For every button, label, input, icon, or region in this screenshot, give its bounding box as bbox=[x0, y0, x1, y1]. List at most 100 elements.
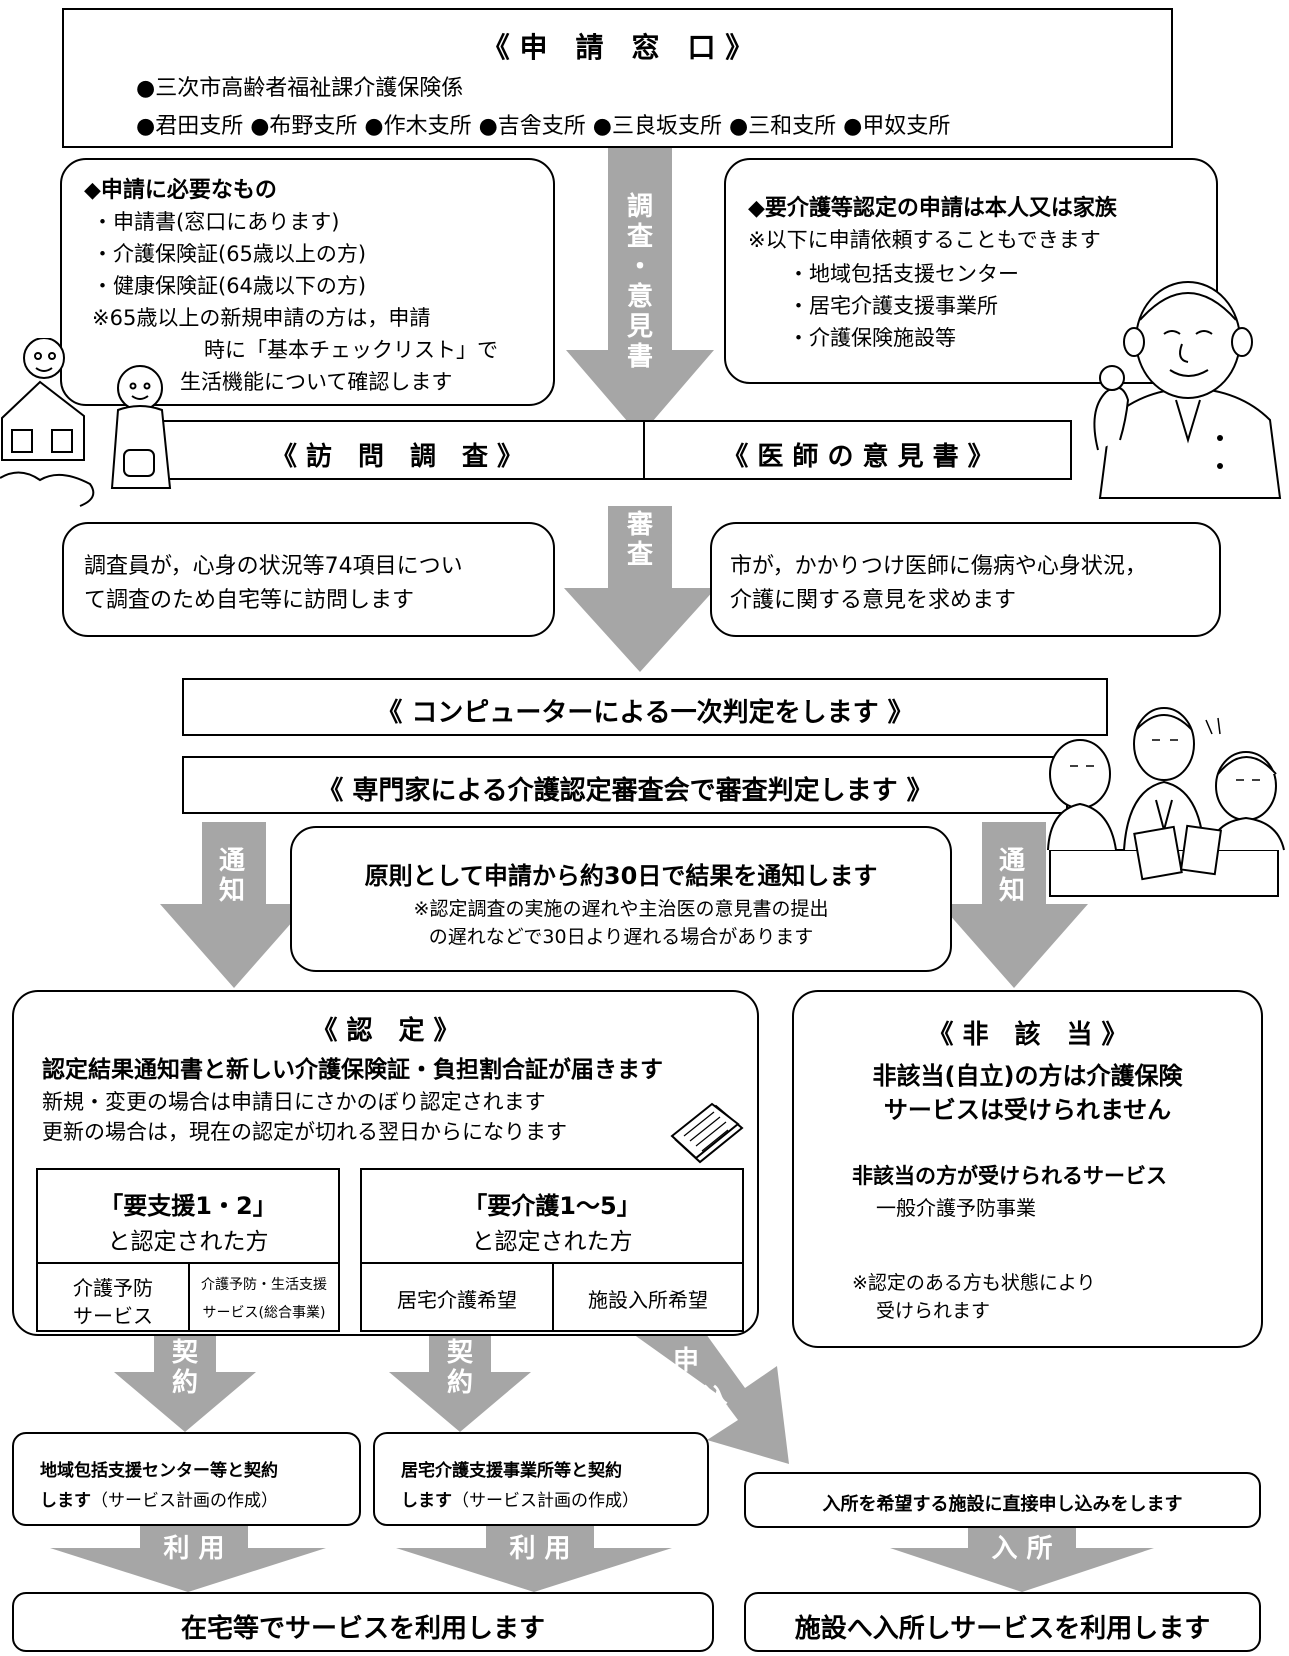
required-items-heading: ◆申請に必要なもの bbox=[84, 178, 277, 203]
care-level-vdivider bbox=[552, 1262, 554, 1330]
certified-box: 《 認 定 》 認定結果通知書と新しい介護保険証・負担割合証が届きます 新規・変… bbox=[12, 990, 759, 1336]
arrow-label-notice-right: 通知 bbox=[998, 846, 1025, 906]
required-item-3: ・健康保険証(64歳以下の方) bbox=[92, 274, 367, 298]
result-notice-box: 原則として申請から約30日で結果を通知します ※認定調査の実施の遅れや主治医の意… bbox=[290, 826, 952, 972]
arrow-label-review: 審査 bbox=[626, 510, 653, 570]
use-home-box: 在宅等でサービスを利用します bbox=[12, 1592, 714, 1652]
doctor-opinion-desc-1: 市が，かかりつけ医師に傷病や心身状況， bbox=[730, 554, 1147, 579]
contract-left-normal: （サービス計画の作成） bbox=[91, 1491, 278, 1511]
doctor-opinion-desc-box: 市が，かかりつけ医師に傷病や心身状況， 介護に関する意見を求めます bbox=[710, 522, 1221, 637]
contract-left-box: 地域包括支援センター等と契約 します（サービス計画の作成） bbox=[12, 1432, 361, 1526]
committee-box: 《 専門家による介護認定審査会で審査判定します 》 bbox=[182, 756, 1068, 814]
committee-meeting-illustration bbox=[1047, 707, 1285, 897]
contract-mid-bold: します bbox=[401, 1491, 452, 1511]
application-window-title: 《 申 請 窓 口 》 bbox=[481, 31, 754, 64]
support-level-sub: と認定された方 bbox=[107, 1229, 269, 1255]
applicant-item-1: ・地域包括支援センター bbox=[788, 262, 1019, 286]
support-option-2-b: サービス(総合事業) bbox=[202, 1305, 326, 1321]
applicant-sub: ※以下に申請依頼することもできます bbox=[748, 228, 1101, 252]
support-option-2-a: 介護予防・生活支援 bbox=[201, 1277, 327, 1293]
elderly-couple-illustration bbox=[0, 338, 172, 507]
arrow-use-left bbox=[50, 1526, 326, 1592]
not-applicable-services-item: 一般介護予防事業 bbox=[876, 1196, 1036, 1220]
doctor-opinion-desc-2: 介護に関する意見を求めます bbox=[730, 588, 1017, 613]
support-level-vdivider bbox=[188, 1262, 190, 1330]
use-home-text: 在宅等でサービスを利用します bbox=[180, 1614, 545, 1644]
not-applicable-title: 《 非 該 当 》 bbox=[927, 1020, 1128, 1050]
applicant-item-3: ・介護保険施設等 bbox=[788, 326, 956, 350]
arrow-label-contract-mid: 契約 bbox=[446, 1338, 473, 1398]
certified-line-2: 更新の場合は，現在の認定が切れる翌日からになります bbox=[42, 1120, 567, 1144]
contract-left-bold: します bbox=[40, 1491, 91, 1511]
use-facility-box: 施設へ入所しサービスを利用します bbox=[744, 1592, 1261, 1652]
visit-survey-desc-1: 調査員が，心身の状況等74項目につい bbox=[84, 554, 463, 579]
arrow-label-notice-left: 通知 bbox=[218, 846, 245, 906]
not-applicable-box: 《 非 該 当 》 非該当(自立)の方は介護保険 サービスは受けられません 非該… bbox=[792, 990, 1263, 1348]
arrow-label-survey-opinion: 調査・意見書 bbox=[626, 192, 653, 372]
result-notice-note-1: ※認定調査の実施の遅れや主治医の意見書の提出 bbox=[413, 898, 829, 920]
care-option-facility: 施設入所希望 bbox=[588, 1288, 708, 1312]
arrow-contract-left bbox=[114, 1334, 256, 1432]
doctor-opinion-title: 《 医 師 の 意 見 書 》 bbox=[722, 442, 994, 472]
required-items-box: ◆申請に必要なもの ・申請書(窓口にあります) ・介護保険証(65歳以上の方) … bbox=[60, 158, 555, 406]
required-note-2: 時に「基本チェックリスト」で bbox=[204, 338, 498, 362]
applicant-item-2: ・居宅介護支援事業所 bbox=[788, 294, 998, 318]
visit-survey-desc-2: て調査のため自宅等に訪問します bbox=[84, 588, 415, 613]
arrow-label-enter: 入 所 bbox=[991, 1534, 1053, 1564]
arrow-apply bbox=[633, 1334, 789, 1464]
not-applicable-note-2: 受けられます bbox=[876, 1300, 991, 1322]
certified-line-1: 新規・変更の場合は申請日にさかのぼり認定されます bbox=[42, 1090, 546, 1114]
not-applicable-note-1: ※認定のある方も状態により bbox=[852, 1272, 1096, 1294]
not-applicable-main-1: 非該当(自立)の方は介護保険 bbox=[872, 1062, 1183, 1090]
survey-doctor-bar: 《 訪 問 調 査 》 《 医 師 の 意 見 書 》 bbox=[150, 420, 1072, 480]
certified-main: 認定結果通知書と新しい介護保険証・負担割合証が届きます bbox=[42, 1057, 663, 1083]
doctor-illustration bbox=[1093, 281, 1282, 499]
care-level-box: 「要介護1～5」 と認定された方 居宅介護希望 施設入所希望 bbox=[360, 1168, 744, 1332]
certificate-document-icon bbox=[670, 1102, 744, 1164]
not-applicable-main-2: サービスは受けられません bbox=[883, 1096, 1172, 1124]
arrow-notice-left bbox=[160, 822, 308, 988]
care-option-home: 居宅介護希望 bbox=[397, 1288, 517, 1312]
arrow-label-contract-left: 契約 bbox=[171, 1338, 198, 1398]
arrow-use-mid bbox=[396, 1526, 672, 1592]
contract-mid-box: 居宅介護支援事業所等と契約 します（サービス計画の作成） bbox=[373, 1432, 709, 1526]
support-level-box: 「要支援1・2」 と認定された方 介護予防 サービス 介護予防・生活支援 サービ… bbox=[36, 1168, 340, 1332]
visit-survey-desc-box: 調査員が，心身の状況等74項目につい て調査のため自宅等に訪問します bbox=[62, 522, 555, 637]
arrow-contract-mid bbox=[389, 1334, 531, 1432]
arrow-enter bbox=[890, 1526, 1154, 1592]
certified-title: 《 認 定 》 bbox=[311, 1016, 460, 1046]
apply-facility-box: 入所を希望する施設に直接申し込みをします bbox=[744, 1472, 1261, 1528]
arrow-label-use-left: 利 用 bbox=[163, 1534, 225, 1564]
application-window-line2: ●君田支所 ●布野支所 ●作木支所 ●吉舎支所 ●三良坂支所 ●三和支所 ●甲奴… bbox=[136, 114, 951, 139]
committee-title: 《 専門家による介護認定審査会で審査判定します 》 bbox=[317, 776, 933, 806]
care-level-sub: と認定された方 bbox=[471, 1229, 633, 1255]
arrow-notice-right bbox=[940, 822, 1088, 988]
contract-mid-line-1: 居宅介護支援事業所等と契約 bbox=[401, 1461, 622, 1481]
support-option-1-a: 介護予防 bbox=[73, 1276, 153, 1300]
support-option-1-b: サービス bbox=[73, 1304, 153, 1328]
support-level-title: 「要支援1・2」 bbox=[99, 1192, 277, 1220]
use-facility-text: 施設へ入所しサービスを利用します bbox=[794, 1614, 1211, 1644]
arrow-label-apply-1: 申 bbox=[672, 1346, 699, 1376]
care-level-title: 「要介護1～5」 bbox=[463, 1192, 641, 1220]
not-applicable-services-head: 非該当の方が受けられるサービス bbox=[852, 1164, 1167, 1188]
survey-doctor-divider bbox=[643, 422, 645, 478]
arrow-label-use-mid: 利 用 bbox=[509, 1534, 571, 1564]
arrow-survey-opinion bbox=[566, 146, 714, 436]
application-window-box: 《 申 請 窓 口 》 ●三次市高齢者福祉課介護保険係 ●君田支所 ●布野支所 … bbox=[62, 8, 1173, 148]
required-note-1: ※65歳以上の新規申請の方は，申請 bbox=[92, 306, 431, 330]
arrow-label-apply-2: 込 bbox=[701, 1384, 728, 1414]
applicant-heading: ◆要介護等認定の申請は本人又は家族 bbox=[748, 196, 1117, 221]
primary-judgment-title: 《 コンピューターによる一次判定をします 》 bbox=[376, 698, 914, 728]
contract-mid-normal: （サービス計画の作成） bbox=[452, 1491, 639, 1511]
visit-survey-title: 《 訪 問 調 査 》 bbox=[270, 442, 524, 472]
application-window-line1: ●三次市高齢者福祉課介護保険係 bbox=[136, 76, 464, 101]
result-notice-note-2: の遅れなどで30日より遅れる場合があります bbox=[428, 926, 814, 948]
contract-left-line-1: 地域包括支援センター等と契約 bbox=[40, 1461, 278, 1481]
arrow-review bbox=[564, 506, 716, 672]
required-item-2: ・介護保険証(65歳以上の方) bbox=[92, 242, 367, 266]
apply-facility-text: 入所を希望する施設に直接申し込みをします bbox=[822, 1494, 1183, 1515]
primary-judgment-box: 《 コンピューターによる一次判定をします 》 bbox=[182, 678, 1108, 736]
result-notice-main: 原則として申請から約30日で結果を通知します bbox=[364, 862, 878, 890]
